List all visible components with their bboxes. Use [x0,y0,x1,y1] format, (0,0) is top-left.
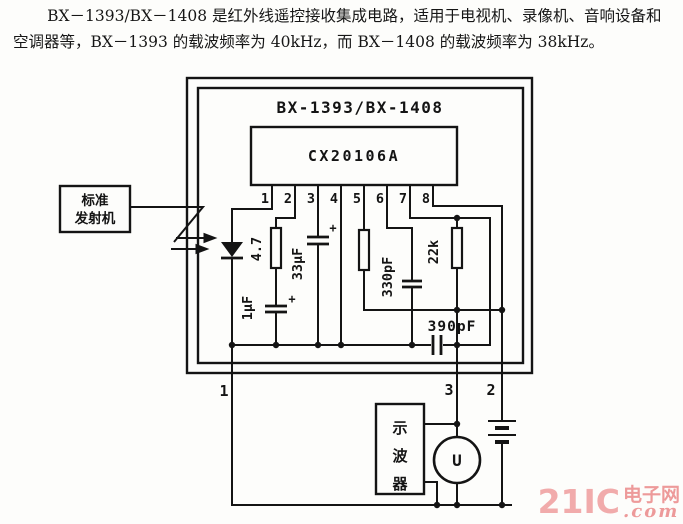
ic-pin-6: 6 [376,191,384,207]
plus-mark-1uF: + [288,292,295,306]
wire-pin1-photodiode [231,185,273,242]
ir-beam-arrows [171,232,218,255]
ic-pin-4: 4 [330,191,338,207]
wire-ext-pin1-bottom [231,345,512,506]
module-title: BX-1393/BX-1408 [277,98,444,117]
ic-pin-8: 8 [422,191,430,207]
wire-pin6-cap330 [386,185,413,281]
ic-pin-numbers: 1 2 3 4 5 6 7 8 [261,191,430,207]
transmitter-label-line2: 发射机 [74,210,116,227]
watermark-brand: 21IC [537,482,620,521]
photodiode-symbol [221,242,243,257]
oscilloscope-char-3: 器 [391,475,408,493]
ic-pin-1: 1 [261,191,269,207]
description-paragraph: BX－1393/BX－1408 是红外线遥控接收集成电路，适用于电视机、录像机、… [13,3,675,55]
ic-pin-3: 3 [307,191,315,207]
wire-transmitter-zigzag [130,206,206,243]
transmitter-box [58,184,132,234]
label-cap-390pF: 390pF [428,319,477,335]
ic-pin-2: 2 [284,191,292,207]
label-resistor-22k: 22k [426,240,442,264]
ic-pin-7: 7 [399,191,407,207]
label-cap-330pF: 330pF [380,257,396,298]
watermark-right-column: 电子网 .com [622,484,680,522]
wires [130,185,512,506]
voltmeter-symbol [432,435,482,485]
ic-box [249,125,459,187]
junction-dots [228,214,506,509]
component-labels: 4.7 1μF 33μF 330pF 22k 390pF + + [240,221,477,335]
wire-pin2-resistor [275,185,296,228]
ic-label: CX20106A [308,147,400,165]
watermark-site-name: 电子网 [622,484,680,506]
capacitor-plates [221,235,443,355]
ext-pin-3: 3 [444,381,453,399]
transmitter-label-line1: 标准 [81,192,109,209]
voltmeter-label: U [452,451,462,470]
resistor-pin5-symbol [357,228,371,272]
oscilloscope-label: 示 波 器 [391,419,408,493]
oscilloscope-char-2: 波 [392,447,408,465]
resistor-22k-symbol [450,226,464,270]
plus-mark-33uF: + [329,221,336,235]
description-line-2: 空调器等，BX－1393 的载波频率为 40kHz，而 BX－1408 的载波频… [13,33,604,51]
label-cap-1uF: 1μF [240,296,256,320]
label-resistor-4.7: 4.7 [249,237,265,261]
resistor-4.7-symbol [269,226,283,270]
description-line-1: BX－1393/BX－1408 是红外线遥控接收集成电路，适用于电视机、录像机、… [47,7,662,25]
wire-osc-bottom-lead [424,481,438,505]
wire-pin7-rail [409,185,491,346]
ext-pin-1: 1 [219,382,228,400]
module-outer-border [185,76,534,375]
label-cap-33uF: 33μF [290,248,306,281]
watermark-domain: .com [622,501,680,522]
ic-pin-5: 5 [353,191,361,207]
external-pin-numbers: 1 3 2 [219,381,495,400]
module-inner-border [196,86,525,365]
watermark: 21IC 电子网 .com [537,482,680,522]
battery-symbol [488,420,516,444]
oscilloscope-char-1: 示 [392,419,407,437]
ext-pin-2: 2 [486,381,495,399]
oscilloscope-box [374,402,426,496]
